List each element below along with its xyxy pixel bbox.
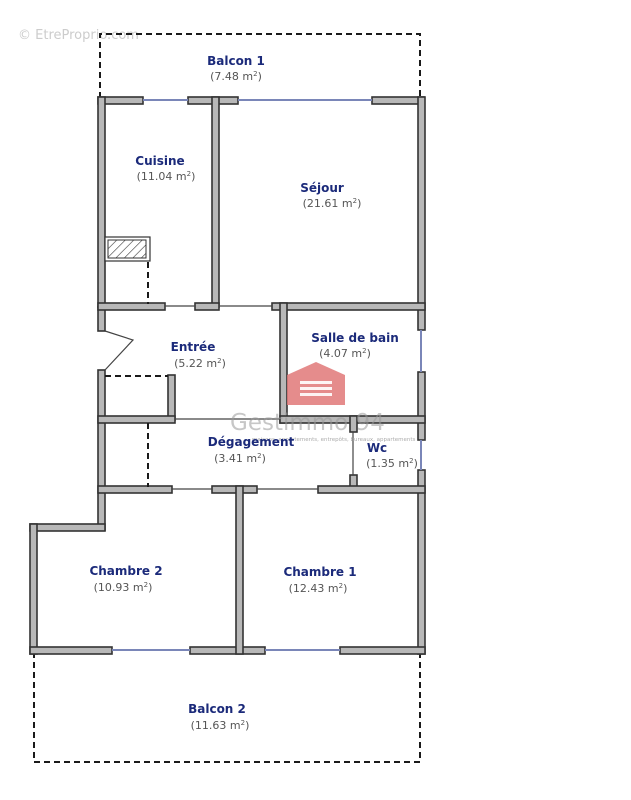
room-area-wc: (1.35 m2) [366, 457, 418, 470]
room-area-degagement: (3.41 m2) [214, 452, 266, 465]
room-name-chambre-1: Chambre 1 [283, 565, 356, 579]
room-name-entree: Entrée [171, 340, 216, 354]
room-area-chambre-2: (10.93 m2) [94, 581, 153, 594]
credit-watermark: © EtreProprio.com [18, 28, 139, 43]
room-name-salle-de-bain: Salle de bain [311, 331, 399, 345]
room-area-salle-de-bain: (4.07 m2) [319, 347, 371, 360]
room-name-cuisine: Cuisine [135, 154, 184, 168]
room-name-wc: Wc [367, 441, 387, 455]
brand-watermark: Gestimmo 94 maisons, appartements, entre… [230, 362, 416, 443]
balcony-outlines [33, 33, 421, 763]
room-name-sejour: Séjour [300, 181, 344, 195]
interior-walls [97, 96, 426, 655]
windows [112, 99, 422, 651]
room-name-degagement: Dégagement [208, 435, 295, 449]
watermark-brand: Gestimmo 94 [230, 410, 385, 436]
room-area-entree: (5.22 m2) [174, 357, 226, 370]
room-area-balcon-1: (7.48 m2) [210, 70, 262, 83]
kitchen-hatch [104, 236, 151, 262]
room-area-chambre-1: (12.43 m2) [289, 582, 348, 595]
room-name-chambre-2: Chambre 2 [89, 564, 162, 578]
door-openings [104, 305, 354, 490]
watermark-tagline: maisons, appartements, entrepôts, bureau… [252, 436, 416, 443]
internal-dashed-lines [105, 262, 168, 487]
room-area-cuisine: (11.04 m2) [137, 170, 196, 183]
room-name-balcon-1: Balcon 1 [207, 54, 265, 68]
room-name-balcon-2: Balcon 2 [188, 702, 246, 716]
room-area-sejour: (21.61 m2) [303, 197, 362, 210]
room-labels: Balcon 1 (7.48 m2) Cuisine (11.04 m2) Sé… [89, 54, 417, 732]
room-area-balcon-2: (11.63 m2) [191, 719, 250, 732]
